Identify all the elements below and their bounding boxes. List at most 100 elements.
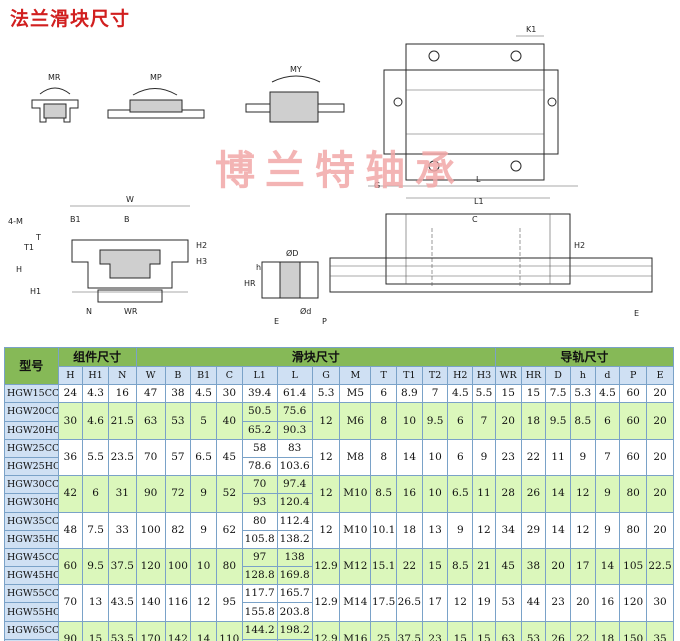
table-cell: 53.5 [107,620,137,641]
table-cell: 80 [619,475,648,513]
moment-p-diagram: MP [107,73,205,119]
table-cell: 144.2 [241,620,278,640]
table-cell: 60 [619,402,648,440]
label-c: C [472,215,478,224]
table-cell: 78.6 [241,456,278,477]
model-cell: HGW65CC [4,620,59,640]
front-view-drawing: W 4-M B1 B H T1 T H2 H3 H1 N WR [8,195,207,316]
table-cell: 16 [594,584,621,622]
label-my: MY [290,65,302,74]
table-cell: 14 [396,438,423,477]
table-cell: 4.5 [190,384,217,404]
table-cell: 20 [646,384,674,404]
model-cell: HGW35HC [4,529,59,549]
model-cell: HGW45HC [4,566,59,586]
column-header: h [569,365,596,386]
table-cell: 128.8 [241,566,278,586]
table-cell: 83 [276,438,313,458]
table-cell: 12 [311,475,341,513]
table-cell: 30 [57,402,84,440]
table-cell: 120 [135,547,166,586]
table-cell: 26.5 [396,584,423,622]
model-cell: HGW25CC [4,438,59,458]
table-cell: 50.5 [241,402,278,422]
column-header: B [164,365,192,386]
table-cell: 45 [494,547,522,586]
label-hr: HR [244,279,256,288]
table-cell: 45 [215,438,243,477]
table-cell: 12 [190,584,217,622]
label-wr: WR [124,307,138,316]
table-cell: 62 [215,511,243,549]
table-cell: 60 [619,438,648,477]
model-cell: HGW65HC [4,638,59,641]
table-cell: 15.1 [370,547,398,586]
column-header: B1 [190,365,217,386]
table-cell: 38 [520,547,547,586]
table-cell: 17 [421,584,449,622]
table-cell: 12.9 [311,547,341,586]
table-cell: 25 [370,620,398,641]
table-cell: 4.5 [594,384,621,404]
table-cell: 21 [472,547,496,586]
column-header: M [339,365,372,386]
table-cell: 23 [494,438,522,477]
table-cell: 28 [494,475,522,513]
table-cell: 22 [520,438,547,477]
table-cell: 60 [57,547,84,586]
model-cell: HGW20CC [4,402,59,422]
model-cell: HGW55CC [4,584,59,604]
label-mr: MR [48,73,61,82]
table-cell: 12 [569,475,596,513]
table-cell: 38 [164,384,192,404]
column-header: P [619,365,648,386]
table-cell: 42 [57,475,84,513]
table-cell: 53 [520,620,547,641]
table-cell: 43.5 [107,584,137,622]
table-cell: M6 [339,402,372,440]
label-h: H [16,265,22,274]
table-cell: 90 [135,475,166,513]
table-cell: 165.7 [276,584,313,604]
table-cell: 6 [447,402,474,440]
table-cell: 95 [215,584,243,622]
label-od-big: ØD [286,248,298,258]
table-cell: 14 [594,547,621,586]
table-cell: 12.9 [311,584,341,622]
table-cell: 4.5 [447,384,474,404]
table-cell: 9 [594,511,621,549]
table-cell: 6.5 [190,438,217,477]
table-cell: 100 [135,511,166,549]
table-cell: 53 [494,584,522,622]
table-cell: M8 [339,438,372,477]
table-cell: 63 [135,402,166,440]
table-cell: M14 [339,584,372,622]
label-g: G [374,181,380,190]
label-e-side: E [634,309,639,318]
model-cell: HGW15CC [4,384,59,404]
watermark: 博兰特轴承 [215,147,465,194]
model-cell: HGW30CC [4,475,59,495]
table-cell: 39.4 [241,384,278,404]
table-cell: M12 [339,547,372,586]
table-cell: 26 [520,475,547,513]
table-cell: 20 [545,547,571,586]
table-cell: 15 [421,547,449,586]
table-cell: 15 [472,620,496,641]
table-cell: 23 [421,620,449,641]
table-cell: 16 [107,384,137,404]
table-cell: 15 [82,620,109,641]
table-cell: 29 [520,511,547,549]
table-cell: 8.5 [447,547,474,586]
table-cell: 6 [82,475,109,513]
table-cell: 5.5 [82,438,109,477]
label-mp: MP [150,73,162,82]
table-cell: 60 [619,384,648,404]
table-cell: M5 [339,384,372,404]
column-header: E [646,365,674,386]
page-title: 法兰滑块尺寸 [10,8,131,30]
table-cell: 6 [370,384,398,404]
